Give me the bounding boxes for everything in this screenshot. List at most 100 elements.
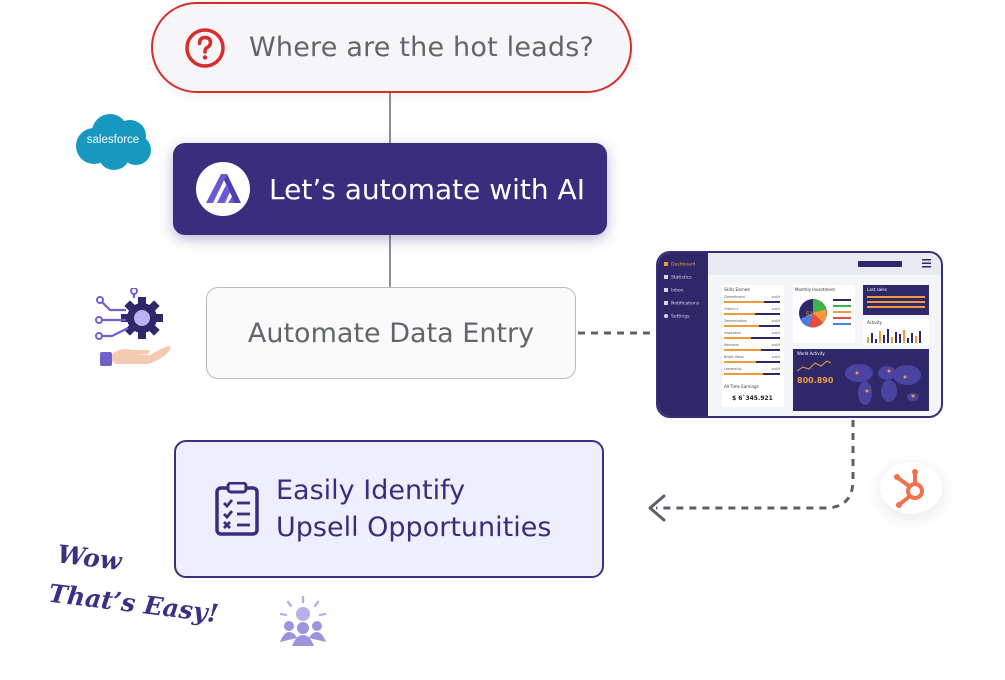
skill-bar-fill — [724, 325, 759, 327]
sidebar-item-inbox: Inbox — [664, 288, 683, 294]
dashboard-preview: Dashboard Statistics Inbox Notifications… — [656, 251, 943, 418]
hubspot-sprocket-icon — [894, 469, 924, 508]
skill-value: out/4 — [771, 367, 780, 371]
ai-step-text: Let’s automate with AI — [269, 172, 585, 206]
dashboard-topbar — [708, 253, 941, 275]
upsell-line-1: Easily Identify — [276, 475, 466, 506]
activity-bar — [911, 333, 913, 343]
sidebar-label: Settings — [671, 314, 690, 320]
skill-bar-fill — [724, 301, 765, 303]
activity-bar — [875, 339, 877, 343]
sidebar-label: Dashboard — [671, 262, 696, 268]
investment-pie-chart: 52% — [799, 299, 827, 328]
activity-title: Activity — [867, 320, 882, 325]
activity-bar — [887, 329, 889, 343]
question-circle-icon — [185, 27, 225, 68]
salesforce-label: salesforce — [86, 134, 140, 146]
sidebar-item-settings: Settings — [664, 314, 689, 320]
home-icon — [664, 262, 668, 266]
sidebar-item-notifications: Notifications — [664, 301, 699, 307]
upsell-box: Easily Identify Upsell Opportunities — [174, 440, 604, 578]
skill-row: Online rs out/4 — [724, 307, 780, 319]
activity-bar — [895, 332, 897, 343]
upsell-line-2: Upsell Opportunities — [276, 512, 552, 543]
world-map-icon — [845, 364, 921, 405]
skills-title: Skills Earned — [724, 287, 750, 292]
last-sales-card: Last sales — [863, 285, 929, 315]
skill-bar-track — [724, 337, 780, 339]
ai-logo-icon — [196, 162, 250, 216]
settings-icon — [664, 314, 668, 318]
skill-name: Welcome — [724, 343, 739, 347]
activity-bar-chart — [867, 329, 921, 343]
investment-legend — [833, 299, 851, 325]
mail-icon — [664, 288, 668, 292]
question-box: Where are the hot leads? — [151, 2, 632, 93]
activity-bar — [891, 337, 893, 343]
last-sales-title: Last sales — [867, 287, 887, 292]
skill-value: out/4 — [771, 319, 780, 323]
data-entry-text: Automate Data Entry — [247, 317, 535, 349]
investment-card: Monthly Investment 52% — [793, 285, 855, 343]
skill-bar-fill — [724, 361, 757, 363]
investment-pct: 52% — [806, 312, 819, 318]
earnings-title: All Time Earnings — [724, 384, 759, 389]
sidebar-label: Statistics — [671, 275, 692, 281]
activity-bar — [883, 335, 885, 343]
activity-bar — [867, 337, 869, 343]
skill-name: Determination — [724, 319, 747, 323]
skill-name: Online rs — [724, 307, 739, 311]
world-activity-card: World Activity 800.890 — [793, 349, 929, 411]
skill-row: Bright Vision out/4 — [724, 355, 780, 367]
skill-name: Bright Vision — [724, 355, 745, 359]
skill-row: Leadership out/4 — [724, 367, 780, 379]
chat-icon — [664, 301, 668, 305]
world-value: 800.890 — [797, 376, 834, 385]
upsell-text: Easily Identify Upsell Opportunities — [276, 472, 551, 546]
gear-hand-icon — [95, 288, 171, 366]
sidebar-label: Notifications — [671, 301, 700, 307]
connector-ai-to-data-entry — [389, 235, 391, 287]
skill-value: out/4 — [771, 307, 780, 311]
activity-card: Activity — [863, 319, 929, 345]
team-idea-icon — [279, 595, 327, 646]
dashboard-sidebar: Dashboard Statistics Inbox Notifications… — [658, 253, 708, 416]
salesforce-logo: salesforce — [70, 110, 156, 172]
skill-row: Inspiration out/4 — [724, 331, 780, 343]
activity-bar — [871, 333, 873, 343]
activity-bar — [899, 334, 901, 343]
dashboard-search-input — [858, 261, 902, 267]
chart-icon — [664, 275, 668, 279]
skill-value: out/4 — [771, 355, 780, 359]
hubspot-logo — [880, 462, 942, 514]
skill-row: Welcome out/4 — [724, 343, 780, 355]
question-text: Where are the hot leads? — [249, 32, 595, 63]
activity-bar — [915, 336, 917, 343]
checklist-icon — [215, 482, 259, 536]
menu-icon — [922, 259, 931, 268]
world-title: World Activity — [797, 351, 825, 356]
skill-name: Commitment — [724, 295, 745, 299]
investment-title: Monthly Investment — [795, 287, 835, 292]
activity-bar — [907, 338, 909, 343]
sidebar-item-dashboard: Dashboard — [664, 262, 695, 268]
skill-row: Commitment out/4 — [724, 295, 780, 307]
skill-name: Leadership — [724, 367, 742, 371]
ai-automation-box: Let’s automate with AI — [173, 143, 607, 235]
activity-bar — [879, 331, 881, 343]
skill-value: out/4 — [771, 343, 780, 347]
activity-bar — [903, 330, 905, 343]
sidebar-item-statistics: Statistics — [664, 275, 692, 281]
skill-name: Inspiration — [724, 331, 741, 335]
skill-bar-fill — [724, 349, 761, 351]
skill-bar-fill — [724, 337, 751, 339]
earnings-value: $ 6`345.921 — [732, 395, 773, 402]
connector-question-to-ai — [389, 93, 391, 143]
skill-value: out/4 — [771, 331, 780, 335]
skill-row: Determination out/4 — [724, 319, 780, 331]
data-entry-box: Automate Data Entry — [206, 287, 576, 379]
skill-value: out/4 — [771, 295, 780, 299]
skill-bar-fill — [724, 373, 764, 375]
